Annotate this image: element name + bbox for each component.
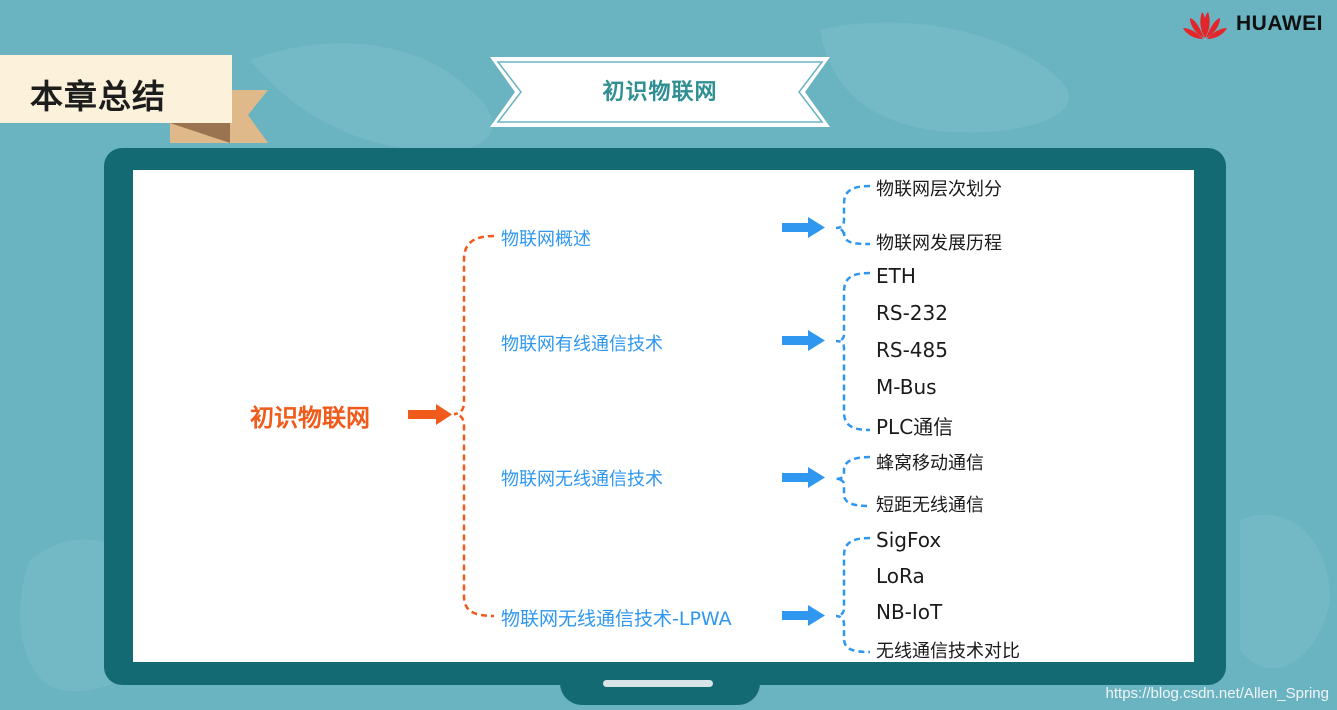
huawei-petal-logo-icon xyxy=(1183,12,1227,39)
chapter-title: 本章总结 xyxy=(30,77,166,116)
leaf-history: 物联网发展历程 xyxy=(876,233,1002,254)
mindmap-root: 初识物联网 xyxy=(250,404,370,432)
brand-logo: HUAWEI xyxy=(1182,8,1323,40)
title-banner xyxy=(490,57,830,127)
leaf-plc: PLC通信 xyxy=(876,415,954,439)
leaf-short-range: 短距无线通信 xyxy=(876,495,984,516)
leaf-lora: LoRa xyxy=(876,564,925,588)
leaf-comparison: 无线通信技术对比 xyxy=(876,641,1020,662)
leaf-mbus: M-Bus xyxy=(876,375,937,399)
leaf-eth: ETH xyxy=(876,264,916,288)
leaf-nbiot: NB-IoT xyxy=(876,600,943,624)
branch-overview: 物联网概述 xyxy=(501,229,591,250)
tablet-home-bar xyxy=(603,680,713,687)
branch-wired-comm: 物联网有线通信技术 xyxy=(501,334,663,355)
branch-wireless-comm: 物联网无线通信技术 xyxy=(501,469,663,490)
leaf-cellular: 蜂窝移动通信 xyxy=(876,453,984,474)
leaf-rs232: RS-232 xyxy=(876,301,948,325)
leaf-rs485: RS-485 xyxy=(876,338,948,362)
leaf-sigfox: SigFox xyxy=(876,528,942,552)
watermark-url: https://blog.csdn.net/Allen_Spring xyxy=(1105,685,1329,702)
chapter-tag-ribbon xyxy=(0,55,268,143)
leaf-layers: 物联网层次划分 xyxy=(876,179,1002,200)
brand-name: HUAWEI xyxy=(1236,12,1323,35)
tablet-screen xyxy=(133,170,1194,662)
banner-title: 初识物联网 xyxy=(602,80,718,105)
branch-wireless-lpwa: 物联网无线通信技术-LPWA xyxy=(501,608,732,630)
